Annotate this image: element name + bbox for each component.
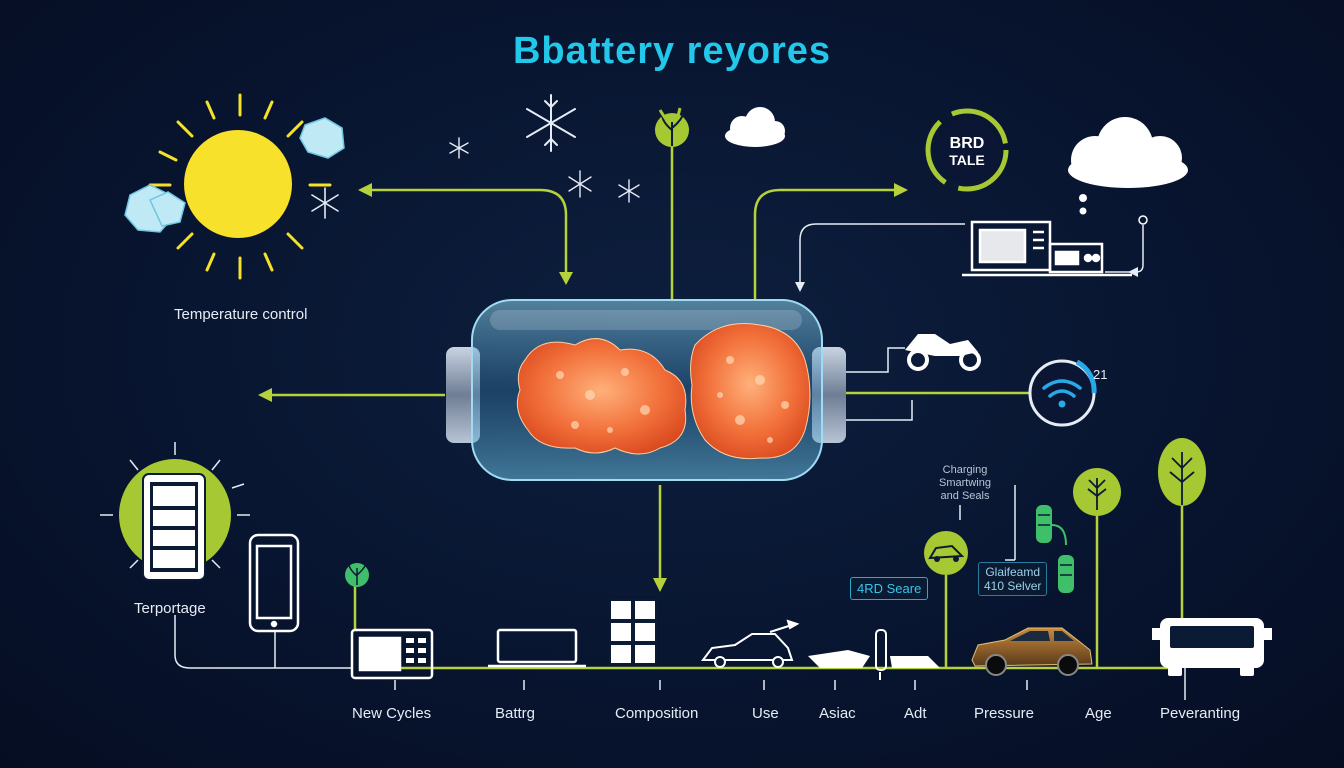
recycle-badge-text: BRD TALE xyxy=(942,135,992,169)
bottom-label-asiac: Asiac xyxy=(819,705,856,722)
plant-icon-small xyxy=(345,563,369,587)
wifi-icon xyxy=(1028,359,1097,427)
badge-silver-line-2: 410 Selver xyxy=(984,579,1042,593)
car-outline-icon xyxy=(701,619,800,668)
plant-icon xyxy=(655,107,689,147)
bottom-label-adt: Adt xyxy=(904,705,927,722)
bottom-label-age: Age xyxy=(1085,705,1112,722)
cloud-icon-large xyxy=(1068,117,1188,225)
charging-note: Charging Smartwing and Seals xyxy=(930,464,1000,503)
badge-silver: Glaifeamd 410 Selver xyxy=(978,562,1048,596)
tablet-icon xyxy=(100,442,250,581)
ice-crystal-icon xyxy=(124,117,345,233)
motorcycle-icon xyxy=(905,334,981,371)
phone-icon xyxy=(248,533,300,633)
thin-lines xyxy=(174,223,1186,700)
cloud-icon xyxy=(725,107,785,147)
tissue-highlights xyxy=(556,356,789,443)
snowflake-icon xyxy=(311,94,640,219)
bottom-label-pressure: Pressure xyxy=(974,705,1035,722)
bottom-label-new-cycles: New Cycles xyxy=(352,705,432,722)
laptop-icon xyxy=(488,628,586,668)
badge-line-2: TALE xyxy=(949,152,985,168)
cell-tissue xyxy=(516,323,811,460)
charging-note-line-2: Smartwing xyxy=(939,477,991,489)
sun-icon xyxy=(148,93,332,280)
tree-icon xyxy=(1073,468,1121,516)
server-icon xyxy=(609,599,657,665)
boat-icon xyxy=(808,629,940,680)
page-title: Bbattery reyores xyxy=(512,30,832,72)
arrow-heads xyxy=(258,183,908,592)
badge-line-1: BRD xyxy=(949,135,985,152)
charging-note-line-1: Charging xyxy=(942,464,988,476)
signal-value: 21 xyxy=(1093,367,1108,382)
bottom-label-use: Use xyxy=(752,705,779,722)
generator-icon xyxy=(350,628,434,680)
battery-icon xyxy=(446,299,846,481)
badge-4rd: 4RD Seare xyxy=(850,577,929,600)
bus-icon xyxy=(1152,618,1272,676)
bottom-label-battrg: Battrg xyxy=(495,705,536,722)
computer-icon xyxy=(962,220,1132,277)
tree-icon-large xyxy=(1158,438,1206,506)
recycle-badge-icon xyxy=(925,108,1009,192)
charging-note-line-3: and Seals xyxy=(940,490,990,502)
car-icon xyxy=(971,627,1093,676)
bottom-label-peveranting: Peveranting xyxy=(1160,705,1241,722)
storage-label: Terportage xyxy=(134,600,206,617)
temperature-control-label: Temperature control xyxy=(174,306,308,323)
badge-silver-line-1: Glaifeamd xyxy=(985,565,1041,579)
car-badge-icon xyxy=(924,531,968,575)
bottom-label-composition: Composition xyxy=(615,705,699,722)
